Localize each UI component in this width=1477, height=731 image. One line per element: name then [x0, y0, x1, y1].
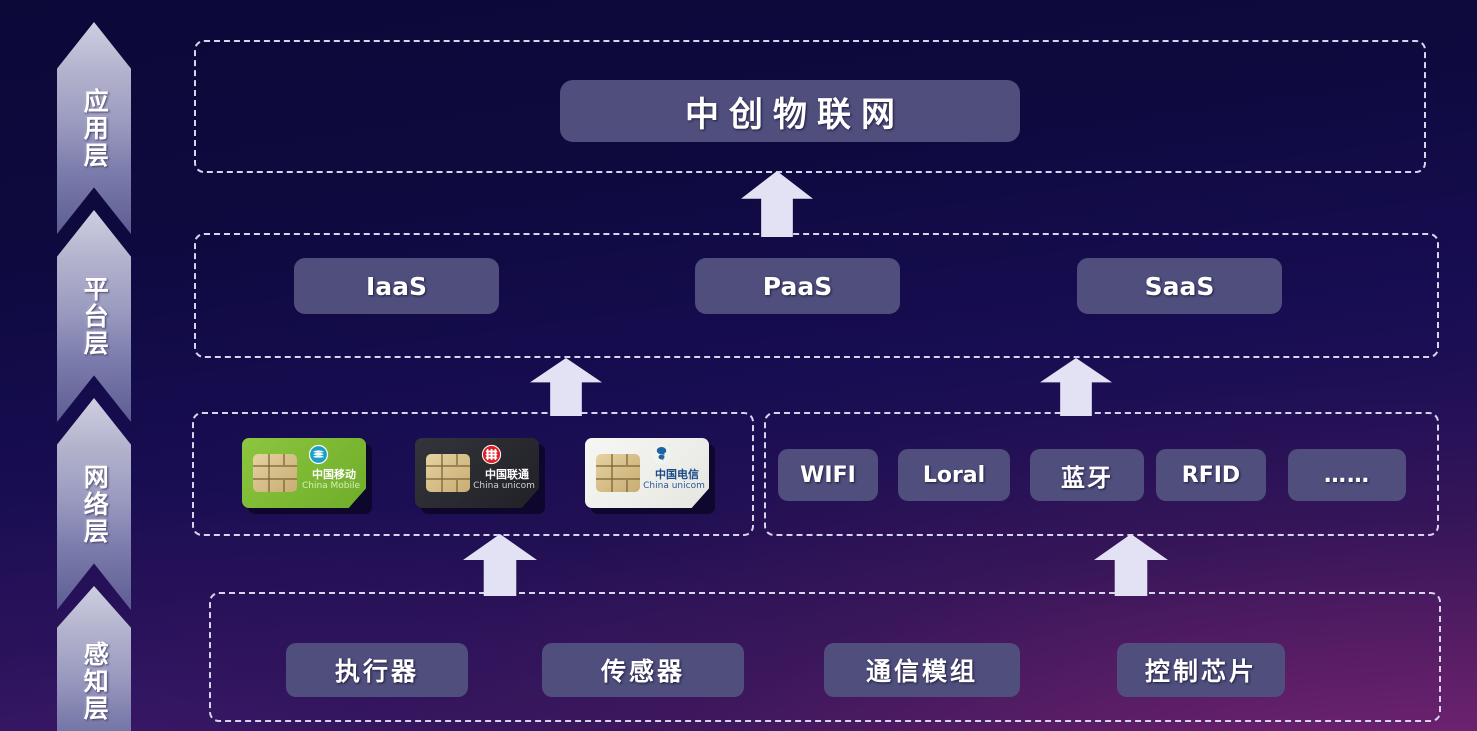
network-protocol-rfid[interactable]: RFID [1156, 449, 1266, 501]
network-protocol-loral[interactable]: Loral [898, 449, 1010, 501]
sim-card-china-unicom[interactable]: 中国联通 China unicom [415, 438, 539, 508]
layer-chevron-network-label: 网络层 [80, 463, 110, 545]
sensing-item-communication-module[interactable]: 通信模组 [824, 643, 1020, 697]
network-layer-carriers-panel [192, 412, 754, 536]
sim-card-carrier-name-cn: 中国移动 [312, 468, 356, 481]
layer-chevron-platform-label: 平台层 [80, 275, 110, 357]
sensing-item-control-chip[interactable]: 控制芯片 [1117, 643, 1285, 697]
china-mobile-logo-icon [308, 444, 329, 465]
sim-card-china-telecom[interactable]: 中国电信 China unicom [585, 438, 709, 508]
china-unicom-logo-icon [481, 444, 502, 465]
layer-chevron-platform[interactable]: 平台层 [57, 210, 131, 422]
application-layer-panel [194, 40, 1426, 173]
sim-card-carrier-name-en: China Mobile [301, 481, 361, 491]
network-protocol-more[interactable]: …… [1288, 449, 1406, 501]
china-telecom-logo-icon [651, 444, 672, 465]
sensing-layer-panel [209, 592, 1441, 722]
layer-chevron-sensing[interactable]: 感知层 [57, 586, 131, 731]
layer-chevron-application-label: 应用层 [80, 87, 110, 169]
sensing-item-actuator[interactable]: 执行器 [286, 643, 468, 697]
application-title-box[interactable]: 中创物联网 [560, 80, 1020, 142]
platform-item-paas[interactable]: PaaS [695, 258, 900, 314]
layer-chevron-application[interactable]: 应用层 [57, 22, 131, 234]
network-protocol-bluetooth[interactable]: 蓝牙 [1030, 449, 1144, 501]
layer-chevron-sensing-label: 感知层 [80, 640, 110, 722]
network-protocol-wifi[interactable]: WIFI [778, 449, 878, 501]
platform-item-saas[interactable]: SaaS [1077, 258, 1282, 314]
sim-card-carrier-name-en: China unicom [473, 481, 535, 491]
sim-chip-icon [426, 454, 470, 492]
sim-card-carrier-name-cn: 中国联通 [485, 468, 529, 481]
platform-item-iaas[interactable]: IaaS [294, 258, 499, 314]
sensing-item-sensor[interactable]: 传感器 [542, 643, 744, 697]
platform-layer-panel [194, 233, 1439, 358]
sim-card-china-mobile[interactable]: 中国移动 China Mobile [242, 438, 366, 508]
network-layer-protocols-panel [764, 412, 1439, 536]
sim-card-carrier-name-en: China unicom [643, 481, 705, 491]
sim-chip-icon [253, 454, 297, 492]
sim-card-carrier-name-cn: 中国电信 [655, 468, 699, 481]
layer-chevron-sidebar: 应用层 平台层 网络层 感知层 [0, 0, 180, 731]
layer-chevron-network[interactable]: 网络层 [57, 398, 131, 610]
sim-chip-icon [596, 454, 640, 492]
